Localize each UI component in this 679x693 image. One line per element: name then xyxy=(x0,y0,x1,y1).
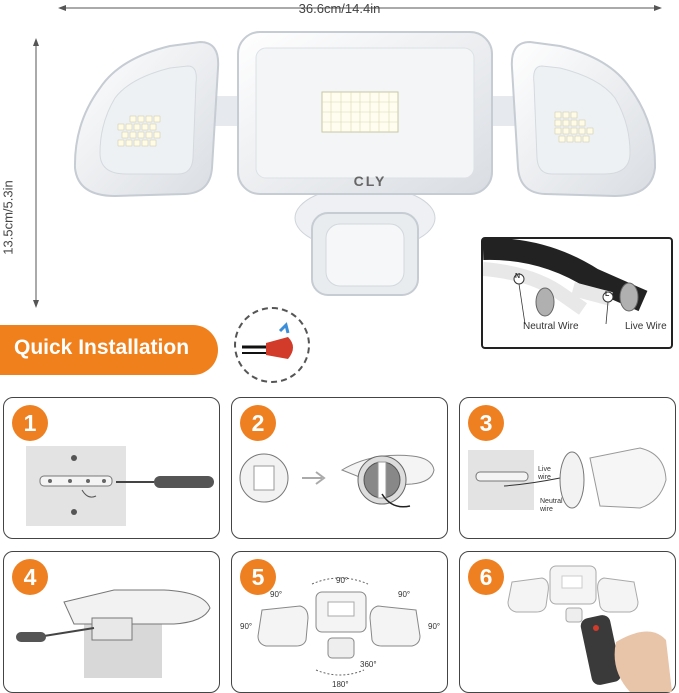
angle-rotate-label: 360° xyxy=(360,660,377,669)
mount-bracket-illustration xyxy=(239,453,435,508)
neutral-marker: N xyxy=(515,273,521,280)
wire-illustration xyxy=(483,239,648,325)
step-3-neutral-label: Neutral wire xyxy=(540,498,563,513)
wire-nut-icon xyxy=(242,322,293,359)
step-number-badge: 5 xyxy=(240,559,276,595)
step-6-panel: 6 xyxy=(459,551,676,693)
step-number-badge: 4 xyxy=(12,559,48,595)
angle-top-left-label: 90° xyxy=(270,590,283,599)
live-wire-label: Live Wire xyxy=(625,321,667,332)
angle-top-right-label: 90° xyxy=(398,590,411,599)
adjustable-angle-illustration xyxy=(257,577,421,676)
width-dimension-label: 36.6cm/14.4in xyxy=(298,1,381,16)
live-marker: L xyxy=(605,291,610,298)
wiring-detail: N L Neutral Wire Live Wire xyxy=(481,237,673,349)
step-number-badge: 3 xyxy=(468,405,504,441)
mount-plate-screwdriver-illustration xyxy=(26,446,214,526)
wire-connector-detail xyxy=(234,307,310,383)
width-dimension: 36.6cm/14.4in xyxy=(0,0,679,20)
step-3-live-label: Live wire xyxy=(538,466,551,481)
angle-top-label: 90° xyxy=(336,576,349,585)
step-1-panel: 1 xyxy=(3,397,220,539)
quick-installation-banner: Quick Installation xyxy=(0,325,218,375)
step-number-badge: 2 xyxy=(240,405,276,441)
angle-left-label: 90° xyxy=(240,622,253,631)
security-light-image xyxy=(73,31,657,296)
height-dimension: 13.5cm/5.3in xyxy=(0,120,32,320)
step-number-badge: 1 xyxy=(12,405,48,441)
step-4-panel: 4 xyxy=(3,551,220,693)
step-number-badge: 6 xyxy=(468,559,504,595)
quick-installation-title: Quick Installation xyxy=(14,336,190,359)
wire-connection-illustration xyxy=(468,447,667,510)
step-2-panel: 2 xyxy=(231,397,448,539)
angle-bottom-label: 180° xyxy=(332,680,349,689)
angle-right-label: 90° xyxy=(428,622,441,631)
brand-logo: CLY xyxy=(353,173,387,189)
step-3-panel: 3 Live wire Neutral wire xyxy=(459,397,676,539)
attach-light-illustration xyxy=(16,589,211,678)
height-dimension-line xyxy=(33,38,39,308)
step-5-panel: 5 90° 90° 90° 90° 90° 360° 180° xyxy=(231,551,448,693)
remote-control-illustration xyxy=(507,565,672,692)
neutral-wire-label: Neutral Wire xyxy=(523,321,579,332)
height-dimension-label: 13.5cm/5.3in xyxy=(0,176,16,259)
